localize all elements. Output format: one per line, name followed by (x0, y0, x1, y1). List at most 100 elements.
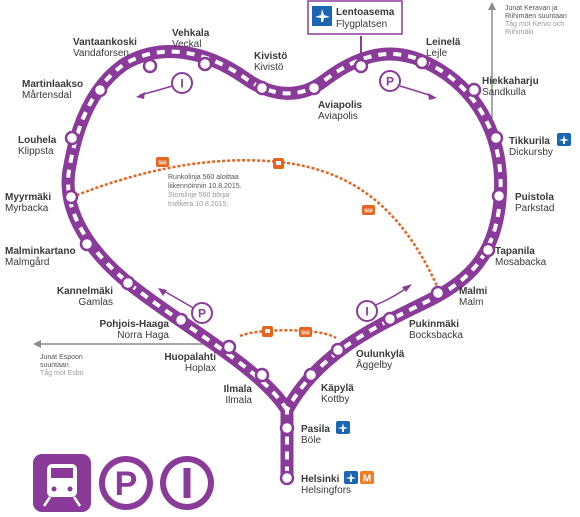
station-kapyla[interactable] (303, 367, 319, 383)
bus-560-note: Runkolinja 560 aloittaa liikennöinnin 10… (168, 174, 242, 208)
legend-train-icon (33, 454, 91, 512)
bus-560-badge (299, 327, 312, 337)
svg-text:Lentoasema: Lentoasema (336, 7, 395, 18)
station-myyrmaki[interactable] (63, 189, 79, 205)
airplane-icon (336, 421, 350, 434)
svg-text:560: 560 (364, 209, 373, 215)
station-malmi[interactable] (430, 285, 446, 301)
station-huopalahti[interactable] (221, 339, 237, 355)
svg-text:Puistola: Puistola (515, 192, 554, 203)
svg-text:Leinelä: Leinelä (426, 37, 461, 48)
airport-label-box[interactable]: Lentoasema Flygplatsen (307, 0, 403, 35)
bus-560-badge (156, 157, 169, 167)
line-p-badge-top: P (379, 70, 401, 92)
station-labels: Leinelä Lejle Hiekkaharju Sandkulla Tikk… (5, 28, 554, 496)
svg-text:suuntaan: suuntaan (40, 362, 69, 369)
station-puistola[interactable] (491, 188, 507, 204)
station-martinlaakso[interactable] (92, 82, 108, 98)
svg-text:Kannelmäki: Kannelmäki (57, 286, 113, 297)
svg-text:Klippsta: Klippsta (18, 146, 54, 157)
svg-text:Aviapolis: Aviapolis (318, 100, 363, 111)
svg-text:Kivistö: Kivistö (254, 62, 284, 73)
station-louhela[interactable] (64, 130, 80, 146)
station-malminkartano[interactable] (79, 236, 95, 252)
svg-text:Malmgård: Malmgård (5, 256, 49, 268)
svg-text:Böle: Böle (301, 435, 321, 446)
airplane-icon (557, 133, 571, 146)
svg-text:Norra Haga: Norra Haga (117, 330, 169, 341)
svg-text:Gamlas: Gamlas (79, 297, 113, 308)
station-pohjoishaaga[interactable] (173, 312, 189, 328)
svg-text:Flygplatsen: Flygplatsen (336, 19, 387, 30)
svg-text:Helsinki: Helsinki (301, 474, 340, 485)
svg-text:Runkolinja 560 aloittaa: Runkolinja 560 aloittaa (168, 174, 239, 181)
station-hiekkaharju[interactable] (466, 82, 482, 98)
station-ilmala[interactable] (254, 367, 270, 383)
metro-icon: M (360, 471, 374, 485)
svg-text:Pukinmäki: Pukinmäki (409, 319, 459, 330)
line-i-badge-top: I (171, 72, 193, 94)
svg-text:Malm: Malm (459, 297, 483, 308)
svg-text:P: P (386, 75, 394, 89)
station-tapanila[interactable] (480, 242, 496, 258)
espoo-note: Junat Espoon suuntaan Tåg mot Esbo (40, 354, 84, 377)
station-tikkurila[interactable] (488, 130, 504, 146)
station-helsinki[interactable] (279, 470, 295, 486)
station-pukinmaki[interactable] (382, 311, 398, 327)
svg-text:Sandkulla: Sandkulla (482, 87, 526, 98)
svg-text:Huopalahti: Huopalahti (164, 352, 216, 363)
svg-text:Junat Espoon: Junat Espoon (40, 354, 83, 361)
legend-i-line (160, 456, 214, 510)
station-pasila[interactable] (279, 420, 295, 436)
svg-text:Martinlaakso: Martinlaakso (22, 79, 83, 90)
svg-text:Aviapolis: Aviapolis (318, 111, 358, 122)
svg-text:Tåg mot Esbo: Tåg mot Esbo (40, 369, 84, 377)
station-vehkala[interactable] (197, 56, 213, 72)
svg-text:Oulunkylä: Oulunkylä (356, 349, 405, 360)
svg-text:560: 560 (158, 161, 167, 167)
svg-text:trafikera 10.8.2015.: trafikera 10.8.2015. (168, 201, 228, 208)
espoo-direction-arrow (33, 340, 218, 348)
svg-text:560: 560 (301, 331, 310, 337)
station-kannelmaki[interactable] (120, 275, 136, 291)
station-vantaankoski[interactable] (142, 58, 158, 74)
svg-text:Louhela: Louhela (18, 135, 57, 146)
svg-text:Pasila: Pasila (301, 424, 330, 435)
svg-text:Riihimäen suuntaan: Riihimäen suuntaan (505, 13, 567, 20)
svg-text:Myrbacka: Myrbacka (5, 203, 49, 214)
svg-text:M: M (363, 474, 371, 485)
svg-text:Tåg mot Kervo och: Tåg mot Kervo och (505, 20, 564, 28)
bus-560-badge (362, 205, 375, 215)
station-kivisto[interactable] (254, 80, 270, 96)
line-p-badge-bottom: P (191, 302, 213, 324)
svg-text:Kottby: Kottby (321, 394, 349, 405)
bus-line-560 (71, 159, 439, 340)
station-leinela[interactable] (414, 54, 430, 70)
station-oulunkyla[interactable] (330, 342, 346, 358)
svg-text:Käpylä: Käpylä (321, 383, 354, 394)
svg-text:Parkstad: Parkstad (515, 203, 554, 214)
svg-text:Vandaforsen: Vandaforsen (73, 48, 129, 59)
svg-text:Junat Keravan ja: Junat Keravan ja (505, 5, 558, 12)
svg-text:Myyrmäki: Myyrmäki (5, 192, 51, 203)
ring-line-track (61, 36, 508, 485)
svg-text:Pohjois-Haaga: Pohjois-Haaga (100, 319, 170, 330)
svg-text:P: P (115, 465, 138, 503)
svg-text:Riihimäki: Riihimäki (505, 29, 534, 36)
station-aviapolis[interactable] (306, 80, 322, 96)
svg-text:Tapanila: Tapanila (495, 246, 535, 257)
airport-icons (336, 133, 571, 484)
svg-text:Lejle: Lejle (426, 48, 448, 59)
svg-text:Malminkartano: Malminkartano (5, 246, 76, 257)
svg-text:Dickursby: Dickursby (509, 147, 553, 158)
svg-text:Hiekkaharju: Hiekkaharju (482, 76, 539, 87)
svg-text:Helsingfors: Helsingfors (301, 485, 351, 496)
svg-text:Hoplax: Hoplax (185, 363, 216, 374)
svg-text:Vantaankoski: Vantaankoski (73, 37, 137, 48)
station-lentoasema[interactable] (353, 58, 369, 74)
svg-text:Stomlinje 560 börjar: Stomlinje 560 börjar (168, 192, 231, 199)
svg-text:Bocksbacka: Bocksbacka (409, 330, 463, 341)
svg-text:Malmi: Malmi (459, 286, 488, 297)
svg-text:Ilmala: Ilmala (225, 395, 252, 406)
